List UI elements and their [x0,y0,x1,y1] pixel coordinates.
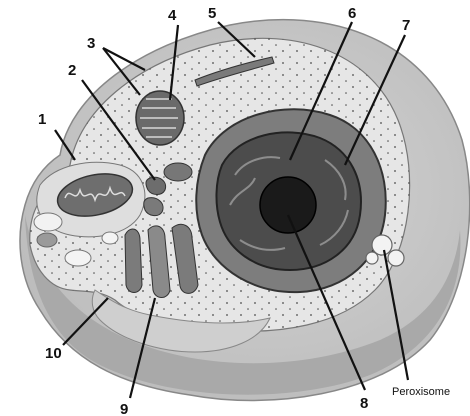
label-7: 7 [402,17,410,34]
mitochondrion-top [136,91,184,145]
nucleolus [260,177,316,233]
label-4: 4 [168,7,177,24]
endoplasmic-reticulum [125,224,198,297]
label-9: 9 [120,401,128,416]
label-peroxisome: Peroxisome [392,386,450,398]
label-8: 8 [360,395,368,412]
label-1: 1 [38,111,46,128]
vesicle [34,213,62,231]
label-6: 6 [348,5,356,22]
label-3: 3 [87,35,95,52]
vesicle [65,250,91,266]
label-2: 2 [68,62,76,79]
label-5: 5 [208,5,216,22]
label-10: 10 [45,345,62,362]
vesicle [102,232,118,244]
vesicle [37,233,57,247]
